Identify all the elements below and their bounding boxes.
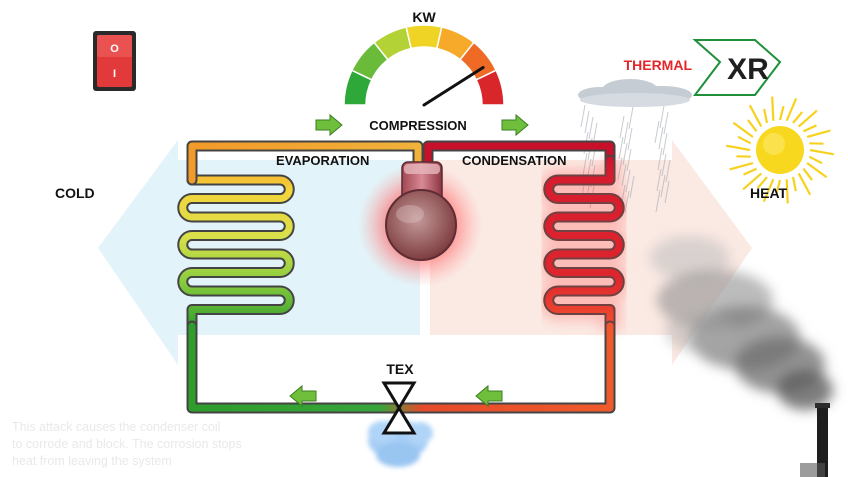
label-tex: TEX (386, 361, 414, 377)
label-cold: COLD (55, 185, 95, 201)
sun-ray (806, 162, 828, 179)
kw-gauge-icon (343, 24, 505, 107)
rain-streak (629, 175, 635, 199)
sun-ray (732, 121, 754, 138)
sun-ray (729, 161, 754, 171)
rain-streak (623, 121, 629, 145)
chimney-icon (800, 403, 830, 477)
sun-ray (763, 108, 769, 124)
rain-streak (584, 110, 590, 134)
rain-streak (621, 163, 627, 187)
sun-ray (785, 98, 798, 122)
evaporator-coil-fill (179, 156, 293, 333)
rain-streak (655, 189, 661, 213)
flow-arrow-right-1 (315, 113, 343, 137)
sun-ray (803, 124, 817, 133)
gauge-segment (475, 69, 505, 106)
label-condensation: CONDENSATION (462, 153, 566, 168)
caption-line-1: This attack causes the condenser coil (12, 420, 220, 434)
gauge-label-kw: KW (412, 9, 436, 25)
sun-ray (742, 172, 763, 191)
caption-line-3: heat from leaving the system (12, 454, 172, 468)
flow-arrow-left-1 (289, 384, 317, 408)
switch-off-symbol: O (110, 43, 119, 55)
gauge-needle (422, 65, 485, 107)
sun-ray (743, 167, 757, 176)
rain-streak (662, 132, 668, 156)
flow-arrow-left-2 (475, 384, 503, 408)
rain-streak (627, 127, 633, 151)
rain-streak (625, 169, 631, 193)
label-compression: COMPRESSION (369, 118, 467, 133)
expansion-valve-icon (368, 381, 433, 467)
rain-streak (656, 168, 662, 192)
rain-streak (661, 153, 667, 177)
sun-ray (785, 179, 789, 204)
rain-streak (660, 174, 666, 198)
rain-streak (588, 116, 594, 140)
rain-streak (626, 148, 632, 172)
sun-ray (748, 104, 763, 128)
sun-ray (775, 179, 782, 195)
sun-ray (792, 111, 804, 124)
gauge-segment (405, 24, 443, 50)
sun-ray (806, 129, 831, 139)
rain-streak (658, 126, 664, 150)
sun-ray (791, 176, 797, 192)
sun-ray (809, 148, 835, 156)
flow-arrow-right-2 (501, 113, 529, 137)
thermalxr-logo-icon: THERMAL XR (624, 39, 782, 96)
sun-ray (802, 168, 813, 181)
compressor-icon (358, 161, 482, 287)
rain-streak (580, 104, 586, 128)
smoke-icon (650, 236, 833, 410)
sun-ray (808, 155, 823, 165)
sun-ray (737, 135, 752, 145)
sun-ray (797, 109, 818, 128)
cloud-icon (578, 79, 692, 107)
rain-streak (654, 120, 660, 144)
rain-streak (622, 142, 628, 166)
label-evaporation: EVAPORATION (276, 153, 369, 168)
sun-ray (747, 119, 758, 132)
sun-ray (756, 176, 768, 189)
rain-streak (665, 159, 671, 183)
rain-streak (619, 115, 625, 139)
sun-ray (797, 172, 812, 196)
label-heat: HEAT (750, 185, 788, 201)
sun-ray (762, 178, 775, 202)
sun-ray (778, 105, 785, 121)
rain-streak (618, 136, 624, 160)
switch-on-symbol: I (113, 68, 116, 80)
logo-xr: XR (727, 53, 769, 86)
logo-thermal: THERMAL (624, 57, 693, 73)
sun-ray (771, 96, 775, 121)
rain-streak (663, 111, 669, 135)
rain-streak (657, 147, 663, 171)
rain-streak (664, 180, 670, 204)
sun-ray (725, 144, 751, 152)
sun-icon (725, 96, 835, 204)
flow-arrows (289, 113, 529, 408)
rain-streak (628, 106, 634, 130)
rain-streak (659, 105, 665, 129)
caption-line-2: to corrode and block. The corrosion stop… (12, 437, 242, 451)
caption-text: This attack causes the condenser coil to… (12, 420, 242, 468)
power-switch-icon[interactable]: O I (93, 31, 136, 91)
